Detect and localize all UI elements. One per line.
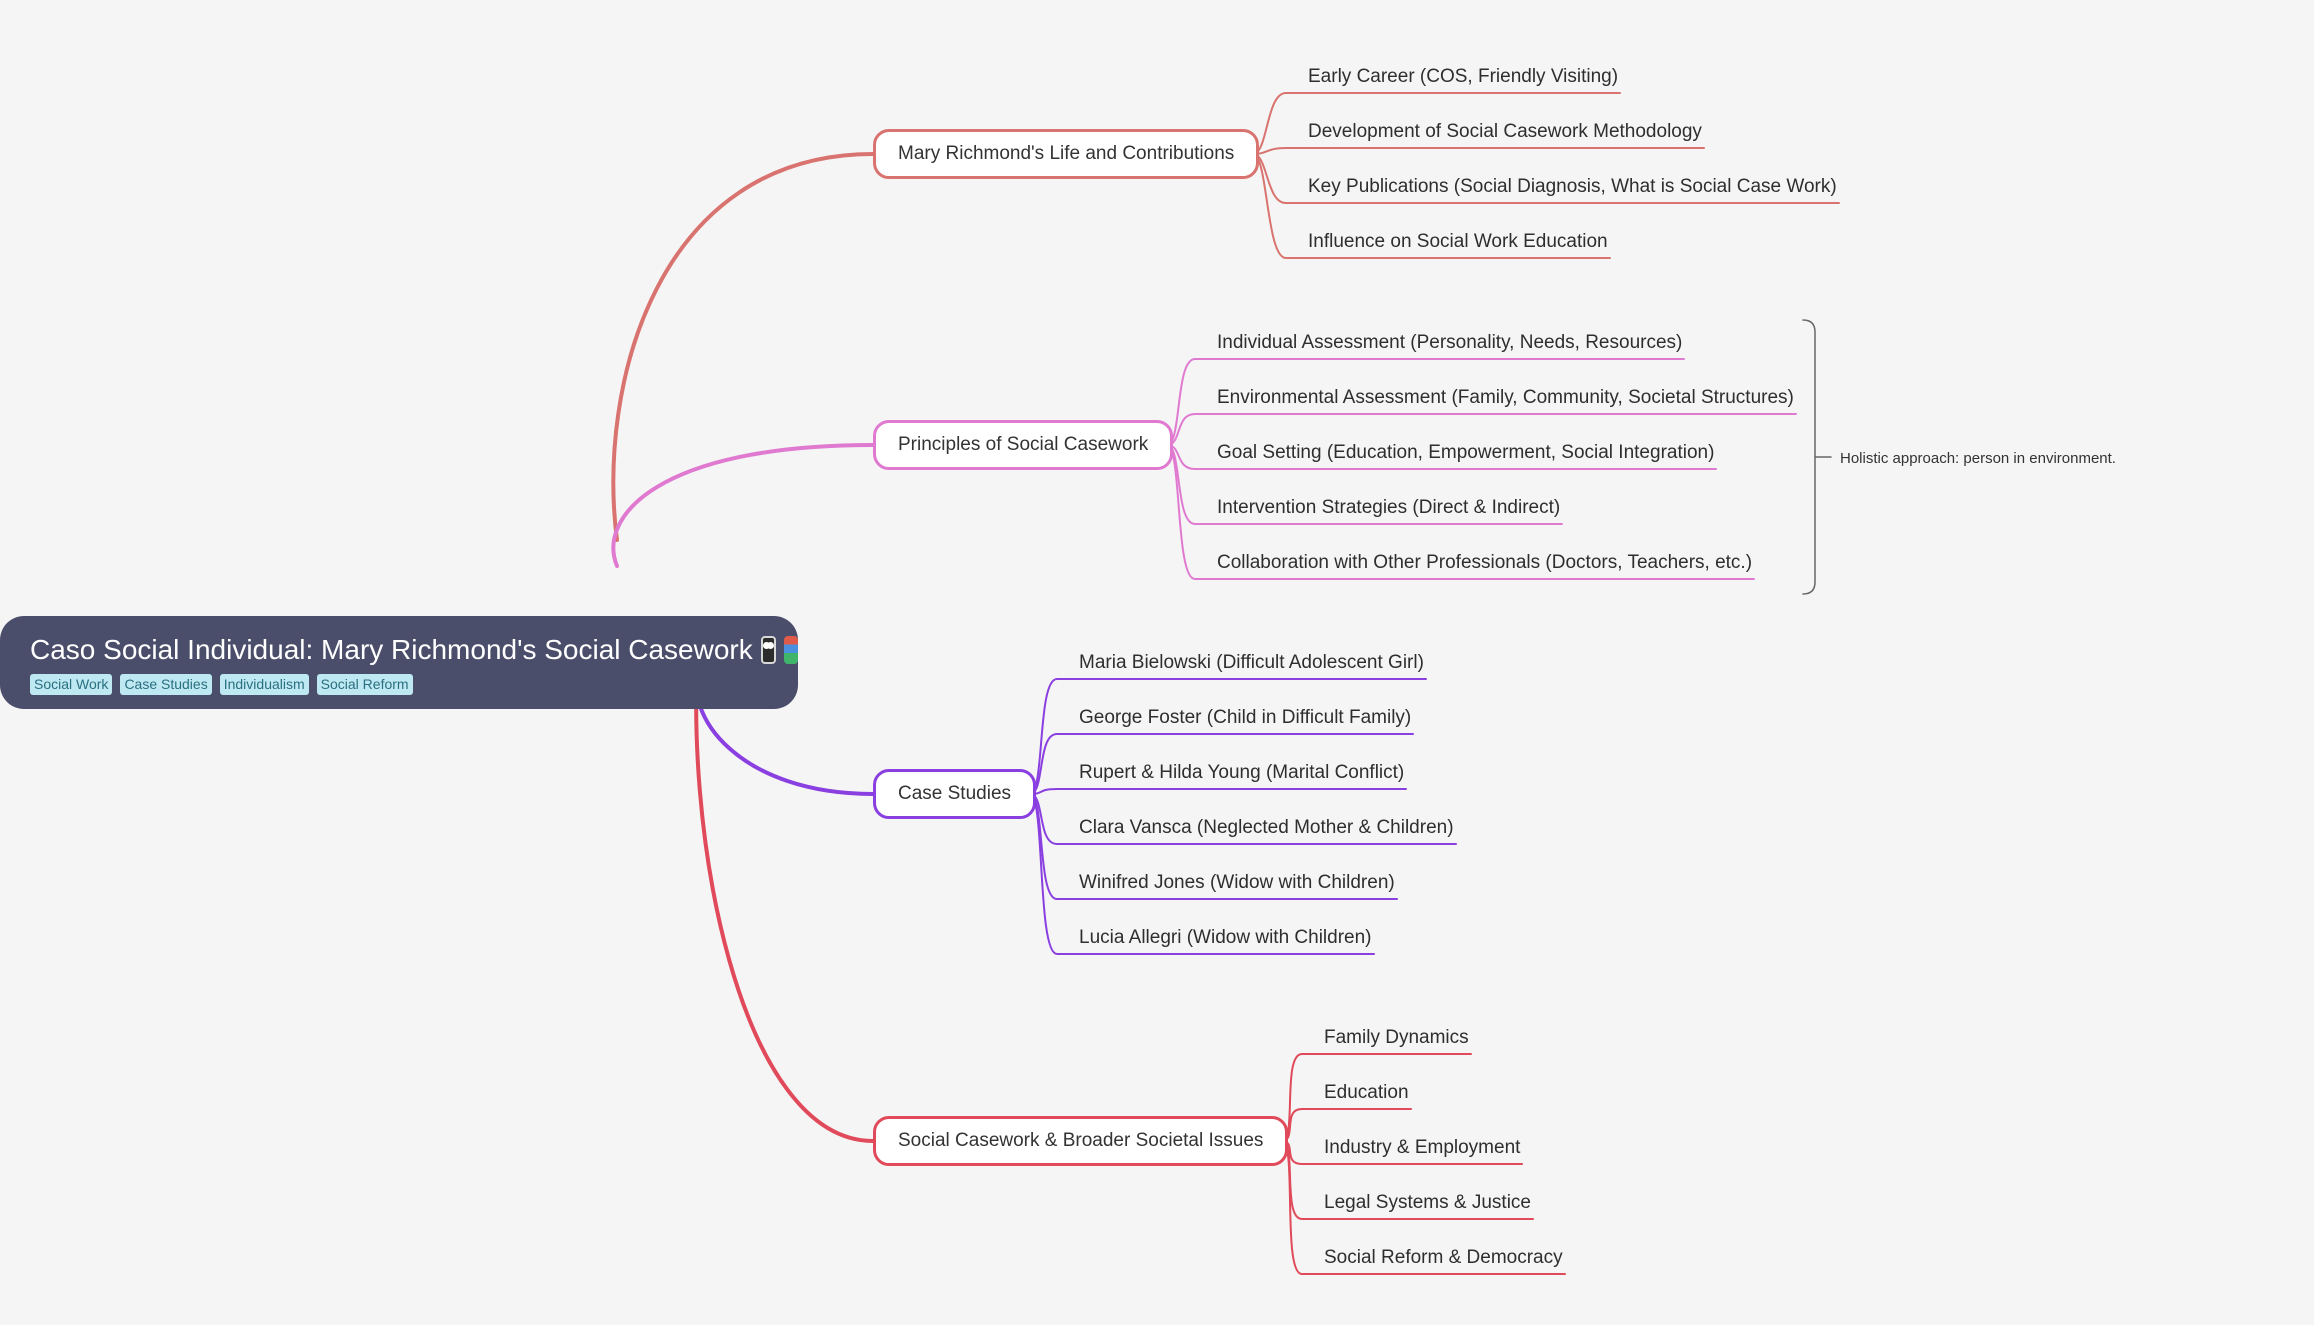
leaf-connector [1252, 147, 1705, 155]
leaf-node[interactable]: Winifred Jones (Widow with Children) [1079, 872, 1395, 893]
leaf-node[interactable]: Development of Social Casework Methodolo… [1308, 121, 1702, 142]
leaf-node[interactable]: Rupert & Hilda Young (Marital Conflict) [1079, 762, 1405, 783]
leaf-node[interactable]: Intervention Strategies (Direct & Indire… [1217, 497, 1561, 518]
tag-social-reform[interactable]: Social Reform [316, 674, 413, 695]
family-icon [760, 636, 777, 664]
leaf-node[interactable]: Environmental Assessment (Family, Commun… [1217, 387, 1794, 408]
branch-connector [611, 443, 875, 568]
leaf-node[interactable]: Early Career (COS, Friendly Visiting) [1308, 66, 1619, 87]
leaf-node[interactable]: Education [1324, 1082, 1409, 1103]
root-title: Caso Social Individual: Mary Richmond's … [30, 634, 753, 665]
leaf-node[interactable]: Influence on Social Work Education [1308, 231, 1608, 252]
branch-node-principles[interactable]: Principles of Social Casework [873, 420, 1174, 470]
leaf-node[interactable]: Collaboration with Other Professionals (… [1217, 552, 1753, 573]
branch-node-case-studies[interactable]: Case Studies [873, 769, 1037, 819]
leaf-node[interactable]: Lucia Allegri (Widow with Children) [1079, 927, 1372, 948]
leaf-node[interactable]: Key Publications (Social Diagnosis, What… [1308, 176, 1837, 197]
tag-list: Social Work Case Studies Individualism S… [30, 674, 798, 695]
leaf-node[interactable]: George Foster (Child in Difficult Family… [1079, 707, 1412, 728]
leaf-node[interactable]: Maria Bielowski (Difficult Adolescent Gi… [1079, 652, 1424, 673]
tag-social-work[interactable]: Social Work [30, 674, 113, 695]
leaf-node[interactable]: Legal Systems & Justice [1324, 1192, 1531, 1213]
branch-connector [611, 152, 875, 542]
leaf-node[interactable]: Goal Setting (Education, Empowerment, So… [1217, 442, 1715, 463]
leaf-node[interactable]: Industry & Employment [1324, 1137, 1521, 1158]
leaf-node[interactable]: Clara Vansca (Neglected Mother & Childre… [1079, 817, 1454, 838]
leaf-node[interactable]: Family Dynamics [1324, 1027, 1469, 1048]
branch-node-life-contributions[interactable]: Mary Richmond's Life and Contributions [873, 129, 1260, 179]
root-title-row: Caso Social Individual: Mary Richmond's … [30, 630, 798, 670]
leaf-node[interactable]: Social Reform & Democracy [1324, 1247, 1563, 1268]
root-node[interactable]: Caso Social Individual: Mary Richmond's … [0, 616, 798, 709]
branch-node-societal-issues[interactable]: Social Casework & Broader Societal Issue… [873, 1116, 1289, 1166]
tag-case-studies[interactable]: Case Studies [120, 674, 212, 695]
summary-bracket [1802, 319, 1816, 595]
branch-connector [694, 621, 875, 1143]
leaf-connector [1029, 788, 1407, 795]
tag-individualism[interactable]: Individualism [219, 674, 309, 695]
books-icon [784, 636, 798, 664]
leaf-node[interactable]: Individual Assessment (Personality, Need… [1217, 332, 1683, 353]
summary-note[interactable]: Holistic approach: person in environment… [1840, 450, 2116, 467]
